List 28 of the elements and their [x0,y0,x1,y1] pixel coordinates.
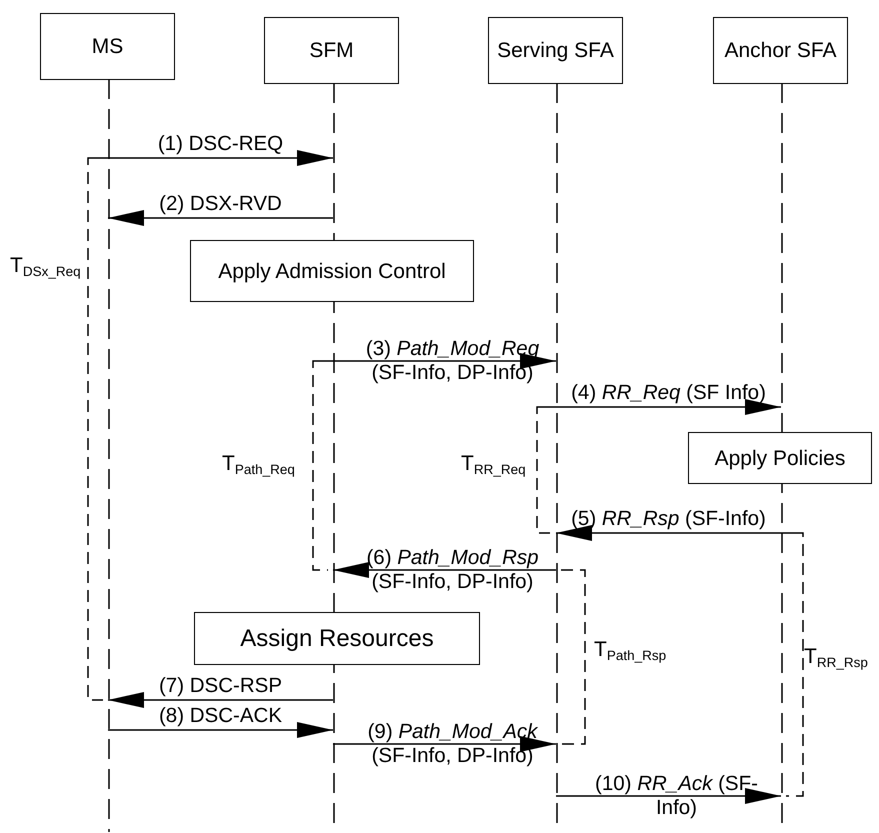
message-arrow [542,399,781,415]
message-label: (4) RR_Req (SF Info) [570,381,767,405]
message-label: (3) Path_Mod_Req (SF-Info, DP-Info) [364,337,540,385]
message-arrow [108,210,333,226]
process-box: Apply Policies [688,432,872,484]
timer-label: T$_{Path_Req}$ [222,452,295,477]
message-arrow [556,525,795,541]
message-arrow [556,788,781,804]
message-label: (2) DSX-RVD [158,192,283,216]
process-box: Apply Admission Control [190,240,474,302]
message-arrow [108,722,333,738]
message-label: (6) Path_Mod_Rsp (SF-Info, DP-Info) [365,546,540,594]
message-arrow [108,692,333,708]
message-arrow [318,353,556,369]
message-label: (10) RR_Ack (SF-Info) [594,772,759,820]
timer-label: T$_{RR_Req}$ [461,452,526,477]
process-box: Assign Resources [194,612,480,665]
message-label: (7) DSC-RSP [158,674,283,698]
message-arrow [333,562,556,578]
timer-label: T$_{DSx_Req}$ [10,254,81,279]
message-label: (5) RR_Rsp (SF-Info) [570,507,767,531]
message-label: (9) Path_Mod_Ack (SF-Info, DP-Info) [366,720,539,768]
message-arrow [93,150,333,166]
timer-label: T$_{RR_Rsp}$ [804,645,868,670]
message-label: (1) DSC-REQ [156,132,284,156]
timer-label: T$_{Path_Rsp}$ [594,638,666,663]
message-label: (8) DSC-ACK [158,704,283,728]
message-arrow [333,736,556,752]
